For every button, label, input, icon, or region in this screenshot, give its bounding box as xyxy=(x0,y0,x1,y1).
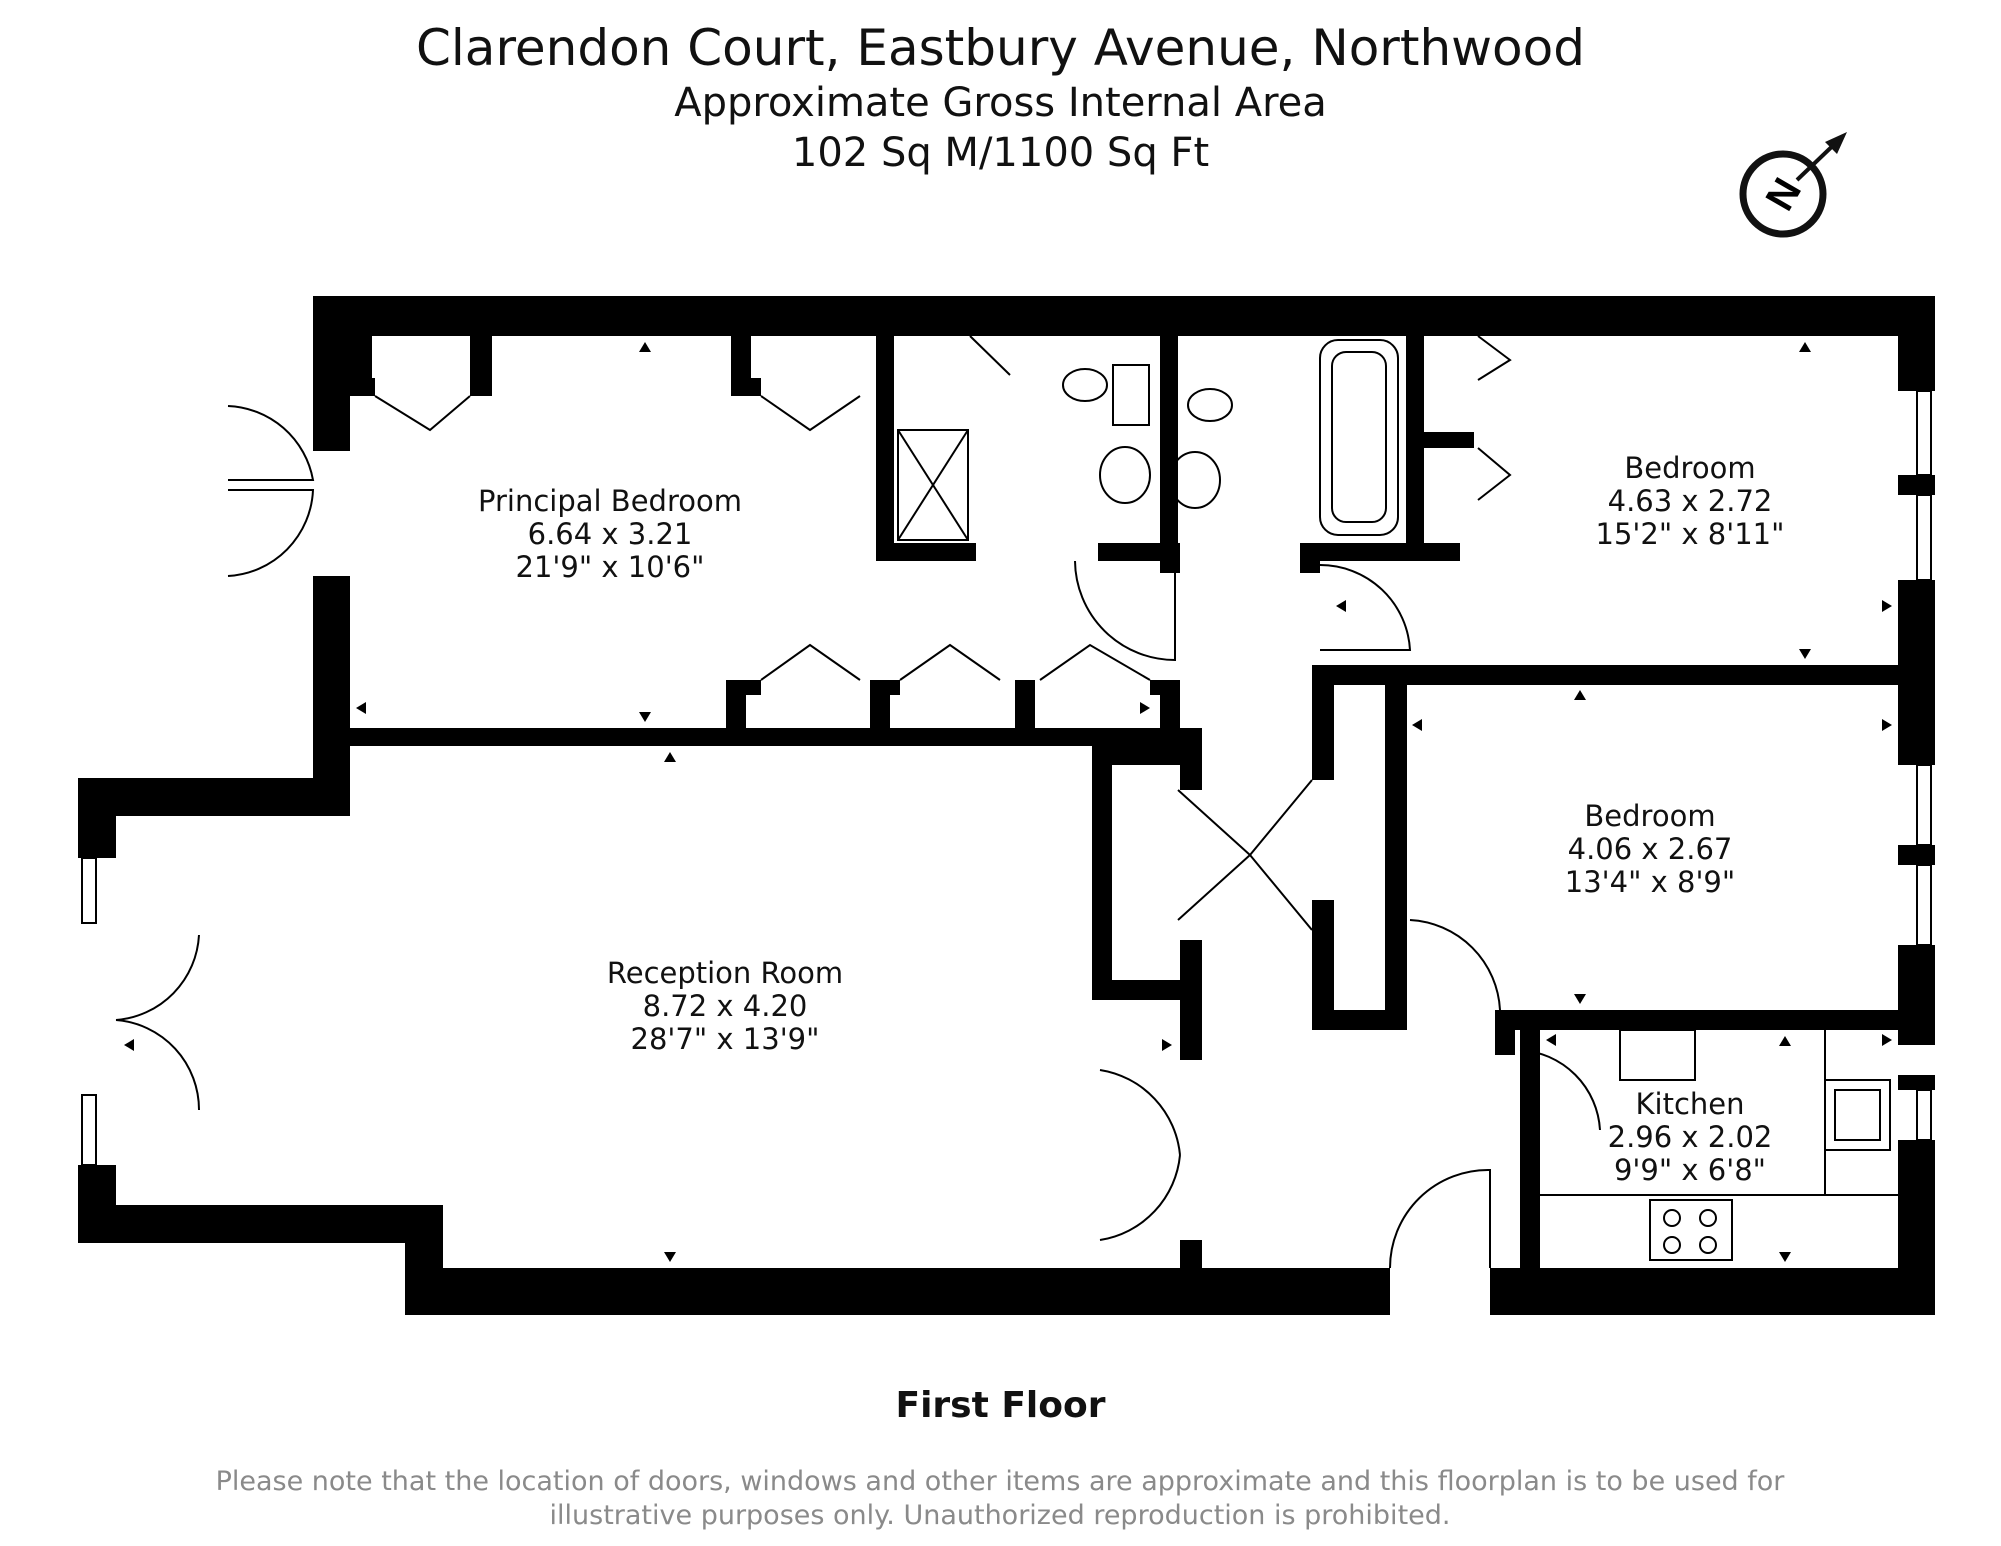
room-name: Kitchen xyxy=(1635,1087,1745,1121)
room-bedroom-2: Bedroom 4.06 x 2.67 13'4" x 8'9" xyxy=(1520,800,1780,899)
area-subtitle: Approximate Gross Internal Area xyxy=(674,80,1327,126)
sanitary-fittings xyxy=(897,339,1900,1261)
room-imperial: 21'9" x 10'6" xyxy=(515,550,705,584)
room-metric: 8.72 x 4.20 xyxy=(642,989,808,1023)
room-kitchen: Kitchen 2.96 x 2.02 9'9" x 6'8" xyxy=(1580,1088,1800,1187)
room-imperial: 28'7" x 13'9" xyxy=(630,1022,820,1056)
dimension-markers xyxy=(124,342,1892,1262)
floor-label: First Floor xyxy=(895,1385,1106,1426)
room-bedroom-1: Bedroom 4.63 x 2.72 15'2" x 8'11" xyxy=(1560,452,1820,551)
gross-area: 102 Sq M/1100 Sq Ft xyxy=(791,130,1210,176)
room-reception: Reception Room 8.72 x 4.20 28'7" x 13'9" xyxy=(575,957,875,1056)
plan-header: Clarendon Court, Eastbury Avenue, Northw… xyxy=(0,18,2001,178)
room-name: Bedroom xyxy=(1584,799,1716,833)
windows xyxy=(81,390,1932,1166)
north-compass-icon: N xyxy=(1739,132,1847,238)
room-metric: 2.96 x 2.02 xyxy=(1607,1120,1773,1154)
room-metric: 6.64 x 3.21 xyxy=(527,517,693,551)
room-name: Bedroom xyxy=(1624,451,1756,485)
room-imperial: 9'9" x 6'8" xyxy=(1613,1153,1767,1187)
wardrobe-doors xyxy=(374,335,1512,681)
room-name: Principal Bedroom xyxy=(478,484,742,518)
room-principal-bedroom: Principal Bedroom 6.64 x 3.21 21'9" x 10… xyxy=(460,485,760,584)
property-title: Clarendon Court, Eastbury Avenue, Northw… xyxy=(416,19,1585,77)
door-swings xyxy=(115,405,1601,1269)
walls xyxy=(78,296,1935,1315)
disclaimer-text: Please note that the location of doors, … xyxy=(215,1466,1785,1531)
room-metric: 4.06 x 2.67 xyxy=(1567,832,1733,866)
room-imperial: 13'4" x 8'9" xyxy=(1564,865,1736,899)
room-imperial: 15'2" x 8'11" xyxy=(1595,517,1785,551)
room-name: Reception Room xyxy=(606,956,844,990)
room-metric: 4.63 x 2.72 xyxy=(1607,484,1773,518)
